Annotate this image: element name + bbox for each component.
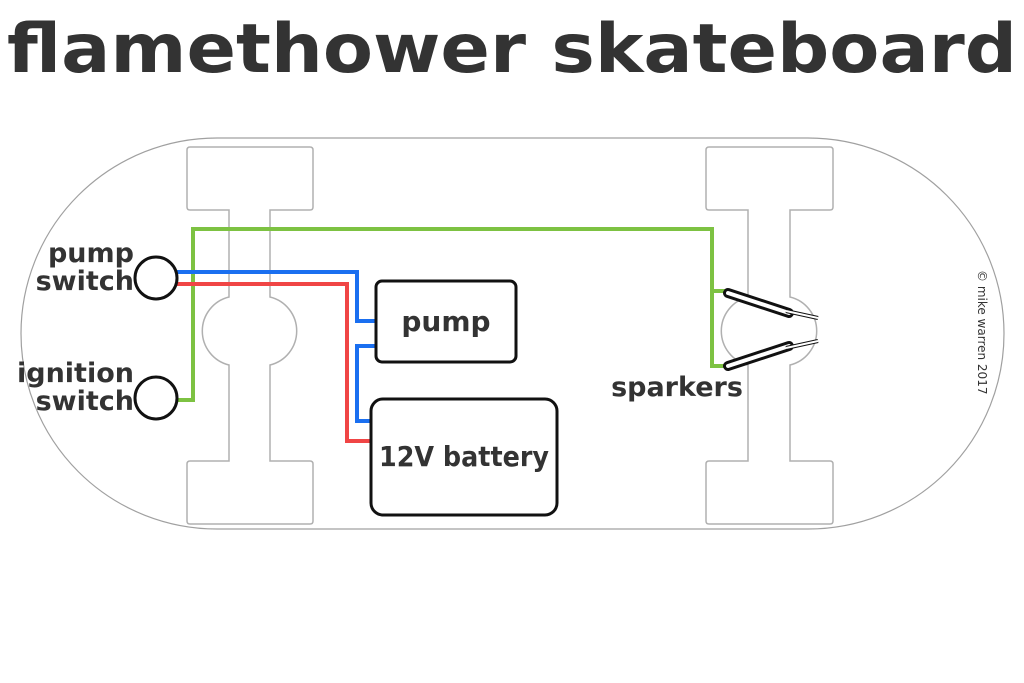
battery-component <box>369 397 559 517</box>
ignition-switch-icon <box>133 375 179 421</box>
blue-wire-pump-to-battery <box>355 344 377 423</box>
pump-switch-icon <box>133 255 179 301</box>
blue-wire-switch-to-pump <box>177 270 377 323</box>
pump-component <box>374 279 518 364</box>
ignition-switch-label-line1: ignition <box>17 358 134 389</box>
red-wire-switch-to-battery <box>177 282 372 443</box>
sparkers-label: sparkers <box>611 372 743 403</box>
pump-switch-label-line1: pump <box>48 238 134 269</box>
left-truck-outline <box>186 146 314 525</box>
ignition-switch-label-line2: switch <box>36 386 134 417</box>
right-truck-outline <box>705 146 834 525</box>
pump-label: pump <box>401 305 490 338</box>
copyright-text: © mike warren 2017 <box>975 270 989 394</box>
diagram-title: flamethower skateboard <box>7 10 1017 89</box>
pump-switch-label-line2: switch <box>36 266 134 297</box>
sparker-lower-icon <box>723 339 819 371</box>
skateboard-deck-outline <box>20 137 1005 530</box>
sparker-upper-icon <box>723 288 819 320</box>
battery-label: 12V battery <box>379 440 549 473</box>
